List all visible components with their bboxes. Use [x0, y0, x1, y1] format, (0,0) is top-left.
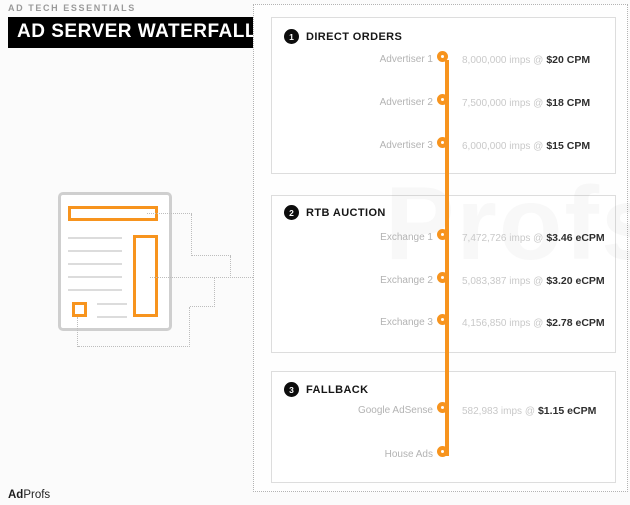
section-number-badge: 3	[284, 382, 299, 397]
section-header-rtb-auction: 2 RTB AUCTION	[284, 205, 386, 220]
text-line	[68, 250, 122, 252]
connector-small-v2	[189, 307, 190, 347]
timeline-node	[437, 137, 448, 148]
waterfall-timeline-line	[445, 60, 449, 456]
page-title: AD SERVER WATERFALL	[8, 17, 267, 48]
row-label-exchange-1: Exchange 1	[380, 232, 433, 243]
connector-small-h1	[78, 346, 190, 347]
timeline-node	[437, 51, 448, 62]
skyscraper-ad-slot	[133, 235, 158, 317]
row-value-advertiser-3: 6,000,000 imps @$15 CPM	[462, 140, 590, 152]
row-value-exchange-2: 5,083,387 imps @$3.20 eCPM	[462, 275, 605, 287]
price-text: $1.15 eCPM	[537, 405, 597, 417]
timeline-node	[437, 314, 448, 325]
connector-banner-v1	[191, 214, 192, 256]
row-label-advertiser-3: Advertiser 3	[379, 140, 433, 151]
section-title: RTB AUCTION	[306, 206, 386, 219]
imps-text: 582,983 imps @	[462, 406, 535, 417]
row-value-advertiser-2: 7,500,000 imps @$18 CPM	[462, 97, 590, 109]
price-text: $3.46 eCPM	[546, 232, 605, 244]
row-label-house-ads: House Ads	[384, 449, 433, 460]
connector-main	[150, 277, 253, 278]
text-line	[68, 237, 122, 239]
row-value-house-ads	[462, 449, 465, 461]
imps-text: 6,000,000 imps @	[462, 141, 544, 152]
row-value-advertiser-1: 8,000,000 imps @$20 CPM	[462, 54, 590, 66]
section-title: DIRECT ORDERS	[306, 30, 403, 43]
timeline-node	[437, 94, 448, 105]
timeline-node	[437, 229, 448, 240]
connector-small-v3	[214, 278, 215, 307]
imps-text: 7,500,000 imps @	[462, 98, 544, 109]
section-title: FALLBACK	[306, 383, 369, 396]
series-eyebrow: AD TECH ESSENTIALS	[8, 3, 136, 13]
section-header-direct-orders: 1 DIRECT ORDERS	[284, 29, 402, 44]
price-text: $2.78 eCPM	[546, 317, 605, 329]
imps-text: 8,000,000 imps @	[462, 55, 544, 66]
price-text: $15 CPM	[546, 140, 591, 152]
row-label-exchange-2: Exchange 2	[380, 275, 433, 286]
connector-small-v1	[77, 317, 78, 347]
imps-text: 4,156,850 imps @	[462, 318, 544, 329]
imps-text: 7,472,726 imps @	[462, 233, 544, 244]
timeline-node	[437, 446, 448, 457]
price-text: $18 CPM	[546, 97, 591, 109]
imps-text: 5,083,387 imps @	[462, 276, 544, 287]
row-label-exchange-3: Exchange 3	[380, 317, 433, 328]
adprofs-logo: AdProfs	[8, 489, 50, 501]
timeline-node	[437, 402, 448, 413]
price-text: $3.20 eCPM	[546, 275, 605, 287]
connector-banner-h1	[147, 213, 192, 214]
text-line	[68, 289, 122, 291]
section-number-badge: 2	[284, 205, 299, 220]
small-ad-slot	[72, 302, 87, 317]
connector-banner-v2	[230, 256, 231, 278]
row-label-advertiser-1: Advertiser 1	[379, 54, 433, 65]
text-line	[97, 316, 127, 318]
card-fallback	[271, 371, 616, 483]
row-label-google-adsense: Google AdSense	[357, 405, 433, 416]
logo-bold: Ad	[8, 489, 24, 501]
row-label-advertiser-2: Advertiser 2	[379, 97, 433, 108]
section-number-badge: 1	[284, 29, 299, 44]
row-value-exchange-3: 4,156,850 imps @$2.78 eCPM	[462, 317, 605, 329]
row-value-google-adsense: 582,983 imps @$1.15 eCPM	[462, 405, 596, 417]
section-header-fallback: 3 FALLBACK	[284, 382, 368, 397]
connector-small-h2	[190, 306, 215, 307]
price-text: $20 CPM	[546, 54, 591, 66]
text-line	[68, 276, 122, 278]
text-line	[68, 263, 122, 265]
connector-banner-h2	[192, 255, 231, 256]
timeline-node	[437, 272, 448, 283]
row-value-exchange-1: 7,472,726 imps @$3.46 eCPM	[462, 232, 605, 244]
text-line	[97, 303, 127, 305]
logo-rest: Profs	[23, 489, 51, 501]
banner-ad-slot	[68, 206, 158, 221]
